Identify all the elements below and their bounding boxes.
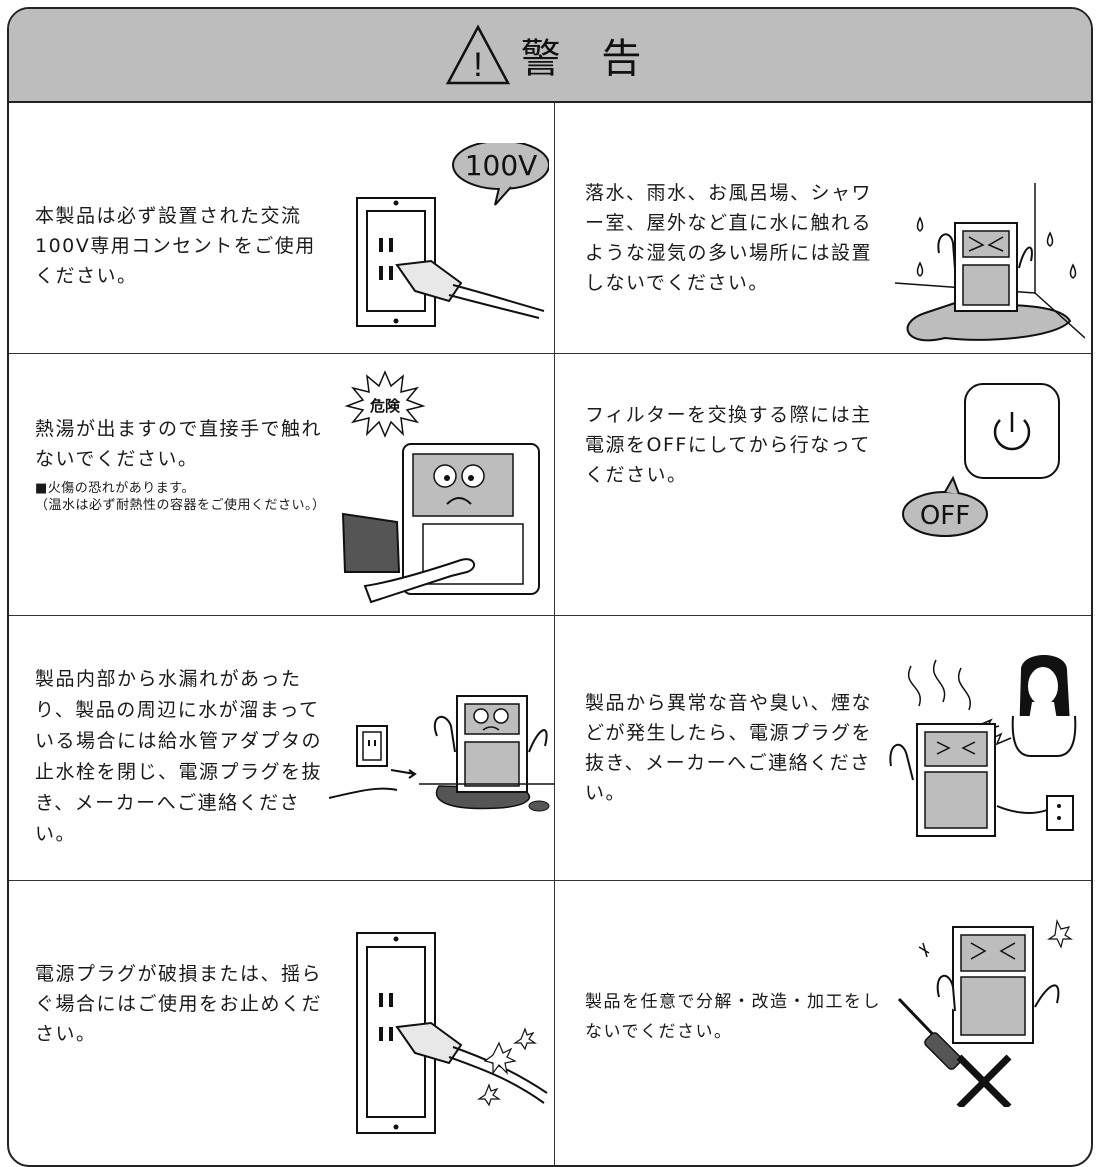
warning-text: 製品から異常な音や臭い、煙などが発生したら、電源プラグを抜き、メーカーへご連絡く… bbox=[585, 692, 873, 804]
warning-text: フィルターを交換する際には主電源をOFFにしてから行なってください。 bbox=[585, 404, 872, 486]
warning-note: （温水は必ず耐熱性の容器をご使用ください。） bbox=[35, 498, 326, 513]
warning-cell-abnormal-noise: 製品から異常な音や臭い、煙などが発生したら、電源プラグを抜き、メーカーへご連絡く… bbox=[555, 616, 1091, 881]
warning-text-block: 熱湯が出ますので直接手で触れないでください。 ■火傷の恐れがあります。 （温水は… bbox=[35, 414, 335, 514]
warning-note: ■火傷の恐れがあります。 bbox=[35, 481, 195, 496]
svg-text:!: ! bbox=[473, 46, 482, 84]
warning-cell-no-disassembly: 製品を任意で分解・改造・加工をしないでください。 bbox=[555, 881, 1091, 1165]
hot-water-machine-illustration: 危険 bbox=[341, 370, 540, 604]
water-leak-illustration bbox=[329, 695, 555, 812]
danger-badge-text: 危険 bbox=[370, 397, 401, 415]
warning-header: ! 警 告 bbox=[9, 9, 1091, 103]
smoking-machine-illustration bbox=[889, 655, 1077, 837]
wet-machine-illustration bbox=[895, 183, 1085, 342]
warning-panel: ! 警 告 本製品は必ず設置された交流100V専用コンセントをご使用ください。 … bbox=[7, 7, 1093, 1167]
danger-burst-icon bbox=[344, 370, 426, 438]
voltage-bubble-text: 100V bbox=[465, 149, 538, 182]
warning-text: 熱湯が出ますので直接手で触れないでください。 bbox=[35, 418, 323, 470]
power-icon bbox=[993, 419, 1031, 451]
warning-triangle-icon: ! bbox=[445, 24, 510, 85]
warning-title: 警 告 bbox=[520, 36, 656, 82]
warning-text: 製品内部から水漏れがあったり、製品の周辺に水が溜まっている場合には給水管アダプタ… bbox=[35, 668, 323, 845]
warning-cell-humidity: 落水、雨水、お風呂場、シャワー室、屋外など直に水に触れるような湿気の多い場所には… bbox=[555, 103, 1091, 354]
off-bubble-text: OFF bbox=[920, 501, 970, 531]
disassembly-prohibited-illustration bbox=[897, 919, 1073, 1107]
warning-text: 電源プラグが破損または、揺らぐ場合にはご使用をお止めください。 bbox=[35, 963, 323, 1045]
outlet-plug-illustration: 100V bbox=[356, 143, 549, 327]
warning-cell-hot-water: 熱湯が出ますので直接手で触れないでください。 ■火傷の恐れがあります。 （温水は… bbox=[9, 354, 555, 616]
prohibited-x-icon bbox=[956, 1054, 1012, 1107]
power-off-illustration: OFF bbox=[902, 383, 1060, 537]
warning-text: 本製品は必ず設置された交流100V専用コンセントをご使用ください。 bbox=[35, 205, 316, 287]
warning-cell-damaged-plug: 電源プラグが破損または、揺らぐ場合にはご使用をお止めください。 bbox=[9, 881, 555, 1165]
warning-cell-power-outlet: 本製品は必ず設置された交流100V専用コンセントをご使用ください。 100V bbox=[9, 103, 555, 354]
warning-cell-filter: フィルターを交換する際には主電源をOFFにしてから行なってください。 OFF bbox=[555, 354, 1091, 616]
warning-text: 落水、雨水、お風呂場、シャワー室、屋外など直に水に触れるような湿気の多い場所には… bbox=[585, 182, 873, 294]
warning-cell-water-leak: 製品内部から水漏れがあったり、製品の周辺に水が溜まっている場合には給水管アダプタ… bbox=[9, 616, 555, 881]
damaged-plug-illustration bbox=[356, 932, 548, 1134]
warning-text: 製品を任意で分解・改造・加工をしないでください。 bbox=[585, 992, 881, 1042]
